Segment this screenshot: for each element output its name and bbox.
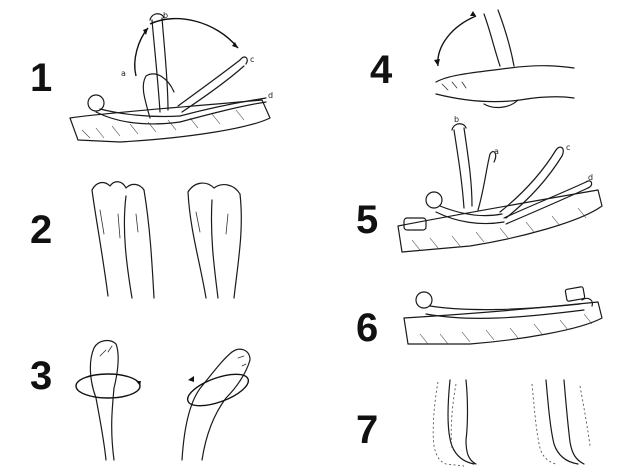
fig1-label-c: c [250, 55, 255, 64]
step-number-5: 5 [356, 198, 379, 242]
fig5-label-d: d [588, 173, 594, 182]
fig1-label-b: b [163, 11, 169, 20]
fig6-lying-flat-illustration [403, 286, 603, 345]
fig5-label-a: a [494, 147, 499, 156]
fig2-feet-flex-illustration [91, 181, 242, 299]
fig1-label-d: d [268, 91, 274, 100]
step-number-1: 1 [30, 56, 53, 100]
fig5-label-c: c [566, 143, 571, 152]
step-number-2: 2 [30, 208, 53, 252]
fig1-label-a: a [121, 69, 126, 78]
step-number-3: 3 [30, 354, 53, 398]
fig7-standing-legs-illustration [432, 379, 591, 467]
fig5-leg-positions-illustration [397, 123, 603, 253]
fig1-leg-raise-illustration [69, 13, 271, 143]
fig4-foot-stretch-illustration [434, 9, 575, 109]
fig5-label-b: b [454, 115, 460, 124]
fig3-ankle-circles-illustration [75, 339, 251, 461]
step-number-7: 7 [356, 408, 379, 452]
step-number-4: 4 [370, 48, 393, 92]
step-number-6: 6 [356, 306, 379, 350]
